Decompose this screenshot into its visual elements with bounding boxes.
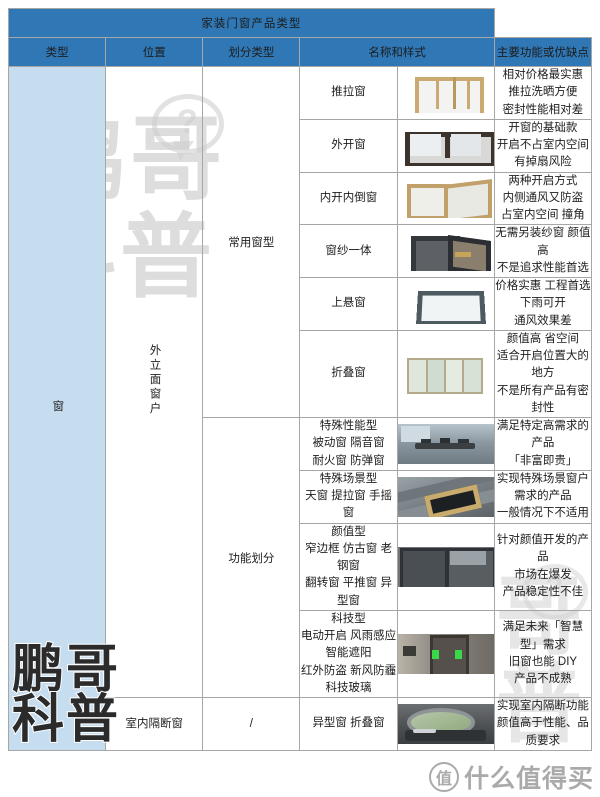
cell-features: 价格实惠 工程首选下雨可开通风效果差 bbox=[493, 277, 593, 331]
screenshot-root: 鹏哥 科普 ? 鹏哥 科普 ? 家装门窗产品类型 类型 位置 划分类型 名称和样… bbox=[0, 8, 600, 797]
high-performance-interior-photo bbox=[397, 423, 494, 464]
column-header-position: 位置 bbox=[105, 37, 204, 67]
outward-casement-window-photo bbox=[397, 125, 494, 166]
table-header-row: 类型 位置 划分类型 名称和样式 主要功能或优缺点 bbox=[7, 37, 593, 67]
table-row: 窗纱一体 无需另装纱窗 颜值高不是追求性能首选 bbox=[9, 224, 593, 278]
product-type-table: 家装门窗产品类型 类型 位置 划分类型 名称和样式 主要功能或优缺点 窗 外立面… bbox=[7, 8, 593, 751]
smzdm-badge-icon: 值 bbox=[428, 762, 459, 792]
cell-product-image bbox=[396, 417, 495, 471]
table-body: 窗 外立面窗户 常用窗型 推拉窗 相对价格最实惠推拉洗晒方便密封性能相对差 外开… bbox=[7, 66, 593, 751]
column-header-features: 主要功能或优缺点 bbox=[493, 37, 593, 67]
cell-name-style: 窗纱一体 bbox=[299, 224, 398, 278]
cell-name-style: 推拉窗 bbox=[299, 66, 398, 120]
table-row: 折叠窗 颜值高 省空间适合开启位置大的地方不是所有产品有密封性 bbox=[9, 329, 593, 419]
cell-features: 颜值高 省空间适合开启位置大的地方不是所有产品有密封性 bbox=[493, 329, 593, 419]
table-row: 科技型电动开启 风雨感应 智能遮阳红外防盗 新风防霾 科技玻璃 满足未来「智慧型… bbox=[9, 609, 593, 699]
cell-product-image bbox=[396, 118, 495, 173]
cell-features: 实现特殊场景窗户需求的产品一般情况下不适用 bbox=[493, 469, 593, 524]
cell-name-style: 特殊场景型天窗 提拉窗 手摇窗 bbox=[299, 469, 398, 524]
table-row: 特殊场景型天窗 提拉窗 手摇窗 实现特殊场景窗户需求的产品一般情况下不适用 bbox=[9, 469, 593, 524]
table-row: 内开内倒窗 两种开启方式内侧通风又防盗占室内空间 撞角 bbox=[9, 171, 593, 226]
interior-partition-window-photo bbox=[397, 703, 494, 744]
screen-integrated-window-photo bbox=[397, 231, 494, 272]
cell-features: 针对颜值开发的产品市场在爆发产品稳定性不佳 bbox=[493, 522, 593, 611]
cell-position-indoor: 室内隔断窗 bbox=[105, 697, 204, 751]
sliding-window-photo bbox=[397, 72, 494, 113]
cell-product-image bbox=[396, 469, 495, 524]
cell-features: 两种开启方式内侧通风又防盗占室内空间 撞角 bbox=[493, 171, 593, 226]
awning-window-photo bbox=[397, 283, 494, 324]
cell-product-image bbox=[396, 66, 495, 120]
cell-product-image bbox=[396, 277, 495, 331]
watermark-smzdm: 值 什么值得买 bbox=[428, 759, 594, 795]
table-row: 上悬窗 价格实惠 工程首选下雨可开通风效果差 bbox=[9, 277, 593, 331]
cell-name-style: 异型窗 折叠窗 bbox=[299, 697, 398, 751]
smzdm-label: 什么值得买 bbox=[463, 765, 594, 793]
cell-division-function: 功能划分 bbox=[202, 417, 301, 698]
table-row: 窗 外立面窗户 常用窗型 推拉窗 相对价格最实惠推拉洗晒方便密封性能相对差 bbox=[7, 66, 593, 751]
cell-product-image bbox=[396, 329, 495, 419]
table-row: 室内隔断窗 / 异型窗 折叠窗 实现室内隔断功能颜值高于性能、品质要求 bbox=[9, 697, 593, 751]
narrow-frame-steel-window-photo bbox=[397, 546, 494, 587]
cell-name-style: 上悬窗 bbox=[299, 277, 398, 331]
column-header-type: 类型 bbox=[7, 37, 107, 67]
table-row: 颜值型窄边框 仿古窗 老钢窗翻转窗 平推窗 异型窗 针对颜值开发的产品市场在爆发… bbox=[9, 522, 593, 611]
table-title-row: 家装门窗产品类型 bbox=[8, 8, 592, 38]
cell-name-style: 颜值型窄边框 仿古窗 老钢窗翻转窗 平推窗 异型窗 bbox=[299, 522, 398, 611]
table-title: 家装门窗产品类型 bbox=[8, 8, 495, 38]
cell-name-style: 科技型电动开启 风雨感应 智能遮阳红外防盗 新风防霾 科技玻璃 bbox=[299, 609, 398, 699]
cell-features: 无需另装纱窗 颜值高不是追求性能首选 bbox=[493, 224, 593, 278]
cell-product-image bbox=[396, 697, 495, 751]
table-row: 功能划分 特殊性能型被动窗 隔音窗耐火窗 防弹窗 满足特定高需求的产品「非富即贵… bbox=[9, 417, 593, 698]
skylight-installation-photo bbox=[397, 476, 494, 517]
tilt-and-turn-window-photo bbox=[397, 178, 494, 219]
cell-features: 满足特定高需求的产品「非富即贵」 bbox=[493, 417, 593, 471]
cell-product-image bbox=[396, 522, 495, 611]
cell-name-style: 外开窗 bbox=[299, 118, 398, 173]
cell-division-none: / bbox=[202, 697, 301, 751]
smart-tech-window-photo bbox=[397, 633, 494, 674]
table-row: 外开窗 开窗的基础款开启不占室内空间有掉扇风险 bbox=[9, 118, 593, 173]
cell-name-style: 内开内倒窗 bbox=[299, 171, 398, 226]
cell-product-image bbox=[396, 609, 495, 699]
folding-window-photo bbox=[397, 353, 494, 394]
cell-product-image bbox=[396, 171, 495, 226]
cell-features: 实现室内隔断功能颜值高于性能、品质要求 bbox=[493, 697, 593, 751]
type-label-window: 窗 bbox=[51, 399, 64, 415]
cell-position-facade: 外立面窗户 bbox=[105, 66, 204, 698]
cell-features: 开窗的基础款开启不占室内空间有掉扇风险 bbox=[493, 118, 593, 173]
column-header-name-style: 名称和样式 bbox=[299, 37, 495, 67]
cell-type-window: 窗 bbox=[7, 66, 107, 751]
cell-product-image bbox=[396, 224, 495, 278]
column-header-division: 划分类型 bbox=[202, 37, 301, 67]
cell-features: 相对价格最实惠推拉洗晒方便密封性能相对差 bbox=[493, 66, 593, 120]
cell-division-common: 常用窗型 bbox=[202, 66, 301, 418]
cell-name-style: 特殊性能型被动窗 隔音窗耐火窗 防弹窗 bbox=[299, 417, 398, 471]
cell-name-style: 折叠窗 bbox=[299, 329, 398, 419]
position-label-facade: 外立面窗户 bbox=[148, 343, 161, 417]
